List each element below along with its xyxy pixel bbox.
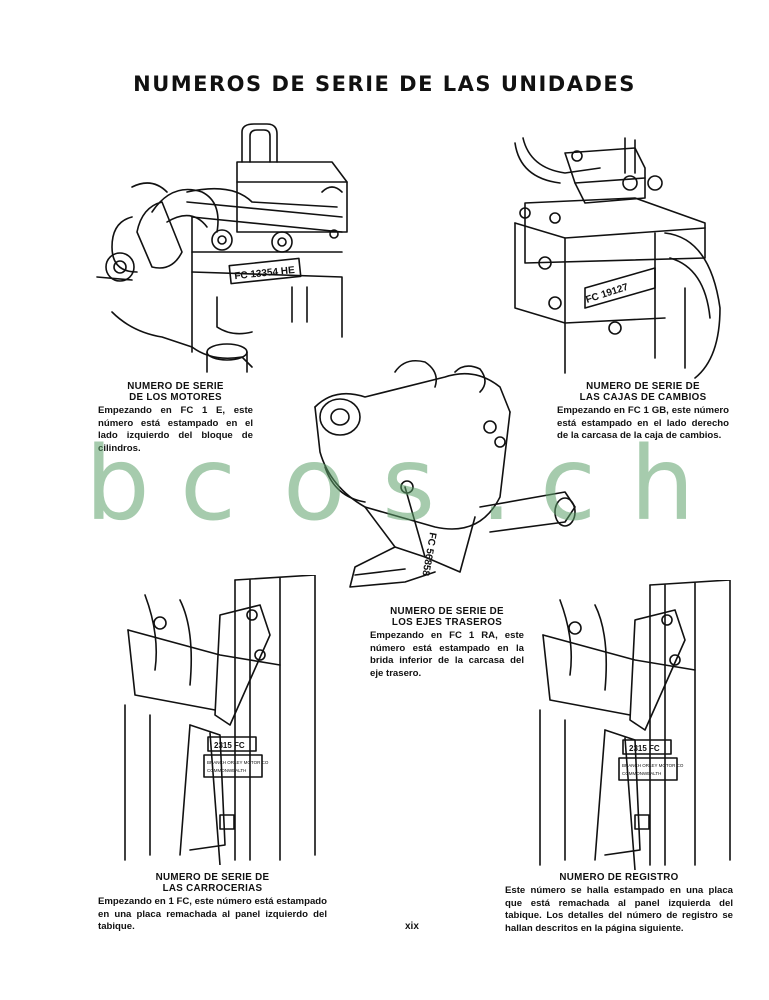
watermark-char: . [480,425,513,544]
heading-registro: NUMERO DE REGISTRO [559,872,679,883]
watermark-char: b [85,425,150,544]
watermark: b c o s . c h [0,430,769,540]
body-plate-number: 2315 FC [214,741,245,750]
heading-cajas: NUMERO DE SERIE DE LAS CAJAS DE CAMBIOS [579,381,707,403]
page-title: NUMEROS DE SERIE DE LAS UNIDADES [133,72,636,96]
reg-plate-number: 2315 FC [629,744,660,753]
watermark-char: c [540,425,597,544]
body-registro: Este número se halla estampado en una pl… [505,885,733,934]
caption-ejes: NUMERO DE SERIE DE LOS EJES TRASEROS Emp… [370,606,524,680]
heading-carrocerias: NUMERO DE SERIE DE LAS CARROCERIAS [155,872,270,894]
reg-plate-text-2: COMMONWEALTH [622,771,661,776]
body-motores: Empezando en FC 1 E, este número está es… [98,405,253,454]
body-cajas: Empezando en FC 1 GB, este número está e… [557,405,729,441]
body-plate-text-2: COMMONWEALTH [207,768,246,773]
body-carrocerias: Empezando en 1 FC, este número está esta… [98,896,327,932]
watermark-char: h [630,425,695,544]
watermark-char: s [382,425,436,544]
engine-illustration: FC 13354 HE [92,122,352,374]
caption-carrocerias: NUMERO DE SERIE DE LAS CARROCERIAS Empez… [98,872,327,934]
watermark-char: o [283,425,346,544]
page-number: xix [405,921,419,932]
caption-motores: NUMERO DE SERIE DE LOS MOTORES Empezando… [98,381,253,455]
caption-cajas: NUMERO DE SERIE DE LAS CAJAS DE CAMBIOS … [557,381,729,443]
axle-illustration: FC 56858 [305,357,590,597]
gearbox-illustration: FC 19127 [505,128,730,380]
body-ejes: Empezando en FC 1 RA, este número está e… [370,630,524,679]
heading-motores: NUMERO DE SERIE DE LOS MOTORES [127,381,224,403]
heading-ejes: NUMERO DE SERIE DE LOS EJES TRASEROS [390,606,504,628]
reg-plate-text-1: BRANCH ORLEY MOTOR CO [622,763,684,768]
watermark-char: c [180,425,237,544]
body-plate-text-1: BRANCH ORLEY MOTOR CO [207,760,269,765]
registration-illustration: 2315 FC BRANCH ORLEY MOTOR CO COMMONWEAL… [535,580,735,870]
body-illustration: 2315 FC BRANCH ORLEY MOTOR CO COMMONWEAL… [120,575,320,865]
caption-registro: NUMERO DE REGISTRO Este número se halla … [505,872,733,935]
